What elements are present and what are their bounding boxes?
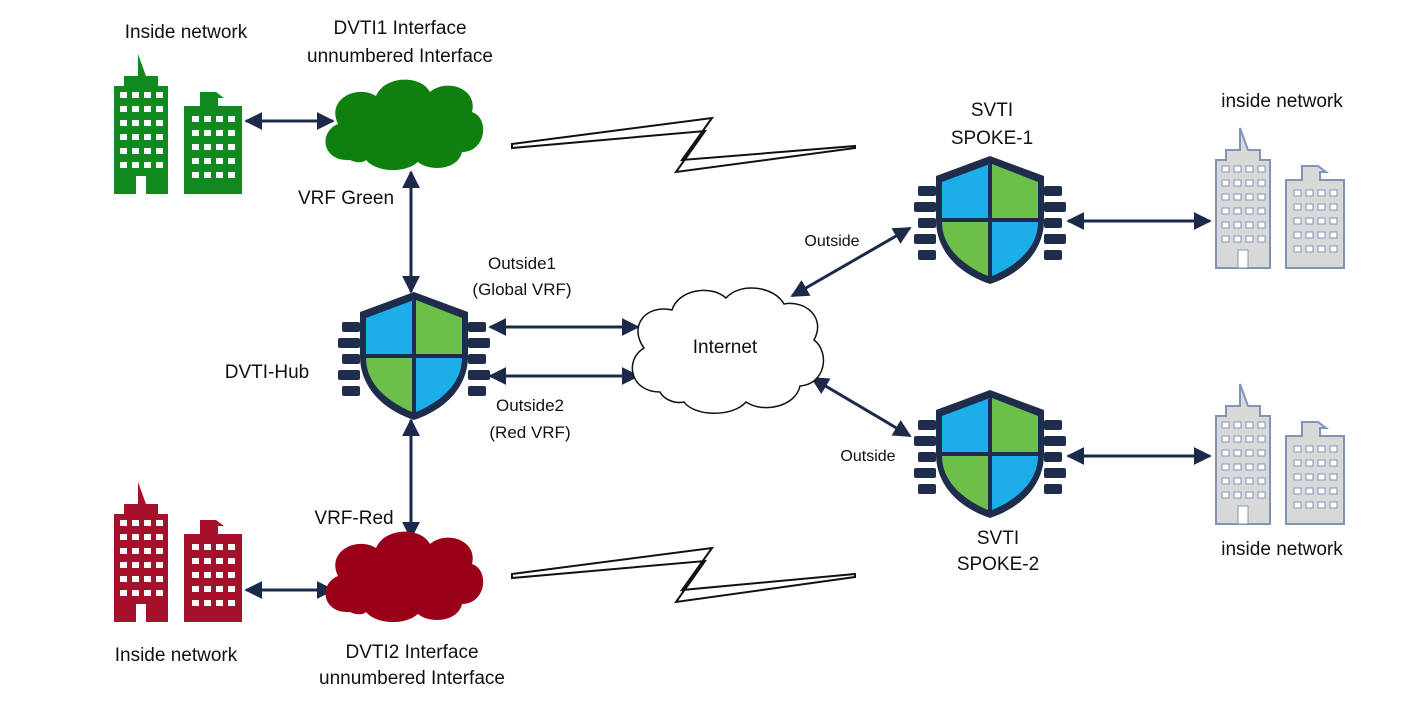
- connectors: [244, 112, 1212, 599]
- tunnel-top-lightning-icon: [511, 116, 856, 174]
- green-building-icon: [114, 54, 242, 194]
- internet-cloud-icon: [631, 287, 825, 414]
- dvti1-interface-label: DVTI1 Interface: [333, 18, 466, 39]
- outside-spoke1-label: Outside: [804, 233, 859, 250]
- inside-network-green-label: Inside network: [125, 22, 248, 43]
- internet-label: Internet: [693, 337, 758, 358]
- dvti-hub-label: DVTI-Hub: [225, 362, 309, 383]
- vrf-green-label: VRF Green: [298, 188, 394, 209]
- spoke1-building-icon: [1215, 127, 1345, 269]
- dvti2-interface-label: DVTI2 Interface: [345, 642, 478, 663]
- spoke2-label: SPOKE-2: [957, 554, 1039, 575]
- dvti2-unnumbered-label: unnumbered Interface: [319, 668, 505, 689]
- link-internet-to-spoke2: [810, 376, 912, 438]
- green-cloud-icon: [325, 79, 484, 171]
- tunnel-bottom-lightning-icon: [511, 546, 856, 604]
- spoke2-building-icon: [1215, 383, 1345, 525]
- link-internet-to-spoke1: [790, 226, 912, 298]
- outside2-red-vrf-label: (Red VRF): [489, 423, 570, 442]
- dvti1-unnumbered-label: unnumbered Interface: [307, 46, 493, 67]
- red-cloud-icon: [325, 531, 484, 623]
- inside-network-spoke2-label: inside network: [1221, 539, 1343, 560]
- outside2-label: Outside2: [496, 396, 564, 415]
- outside1-label: Outside1: [488, 254, 556, 273]
- outside1-global-vrf-label: (Global VRF): [472, 280, 571, 299]
- inside-network-red-label: Inside network: [115, 645, 238, 666]
- spoke2-firewall-shield-icon: [914, 390, 1066, 518]
- svti-spoke2-label: SVTI: [977, 528, 1019, 549]
- spoke1-label: SPOKE-1: [951, 128, 1033, 149]
- red-building-icon: [114, 482, 242, 622]
- outside-spoke2-label: Outside: [840, 448, 895, 465]
- svti-spoke1-label: SVTI: [971, 100, 1013, 121]
- inside-network-spoke1-label: inside network: [1221, 91, 1343, 112]
- hub-firewall-shield-icon: [338, 292, 490, 420]
- spoke1-firewall-shield-icon: [914, 156, 1066, 284]
- vrf-red-label: VRF-Red: [314, 508, 393, 529]
